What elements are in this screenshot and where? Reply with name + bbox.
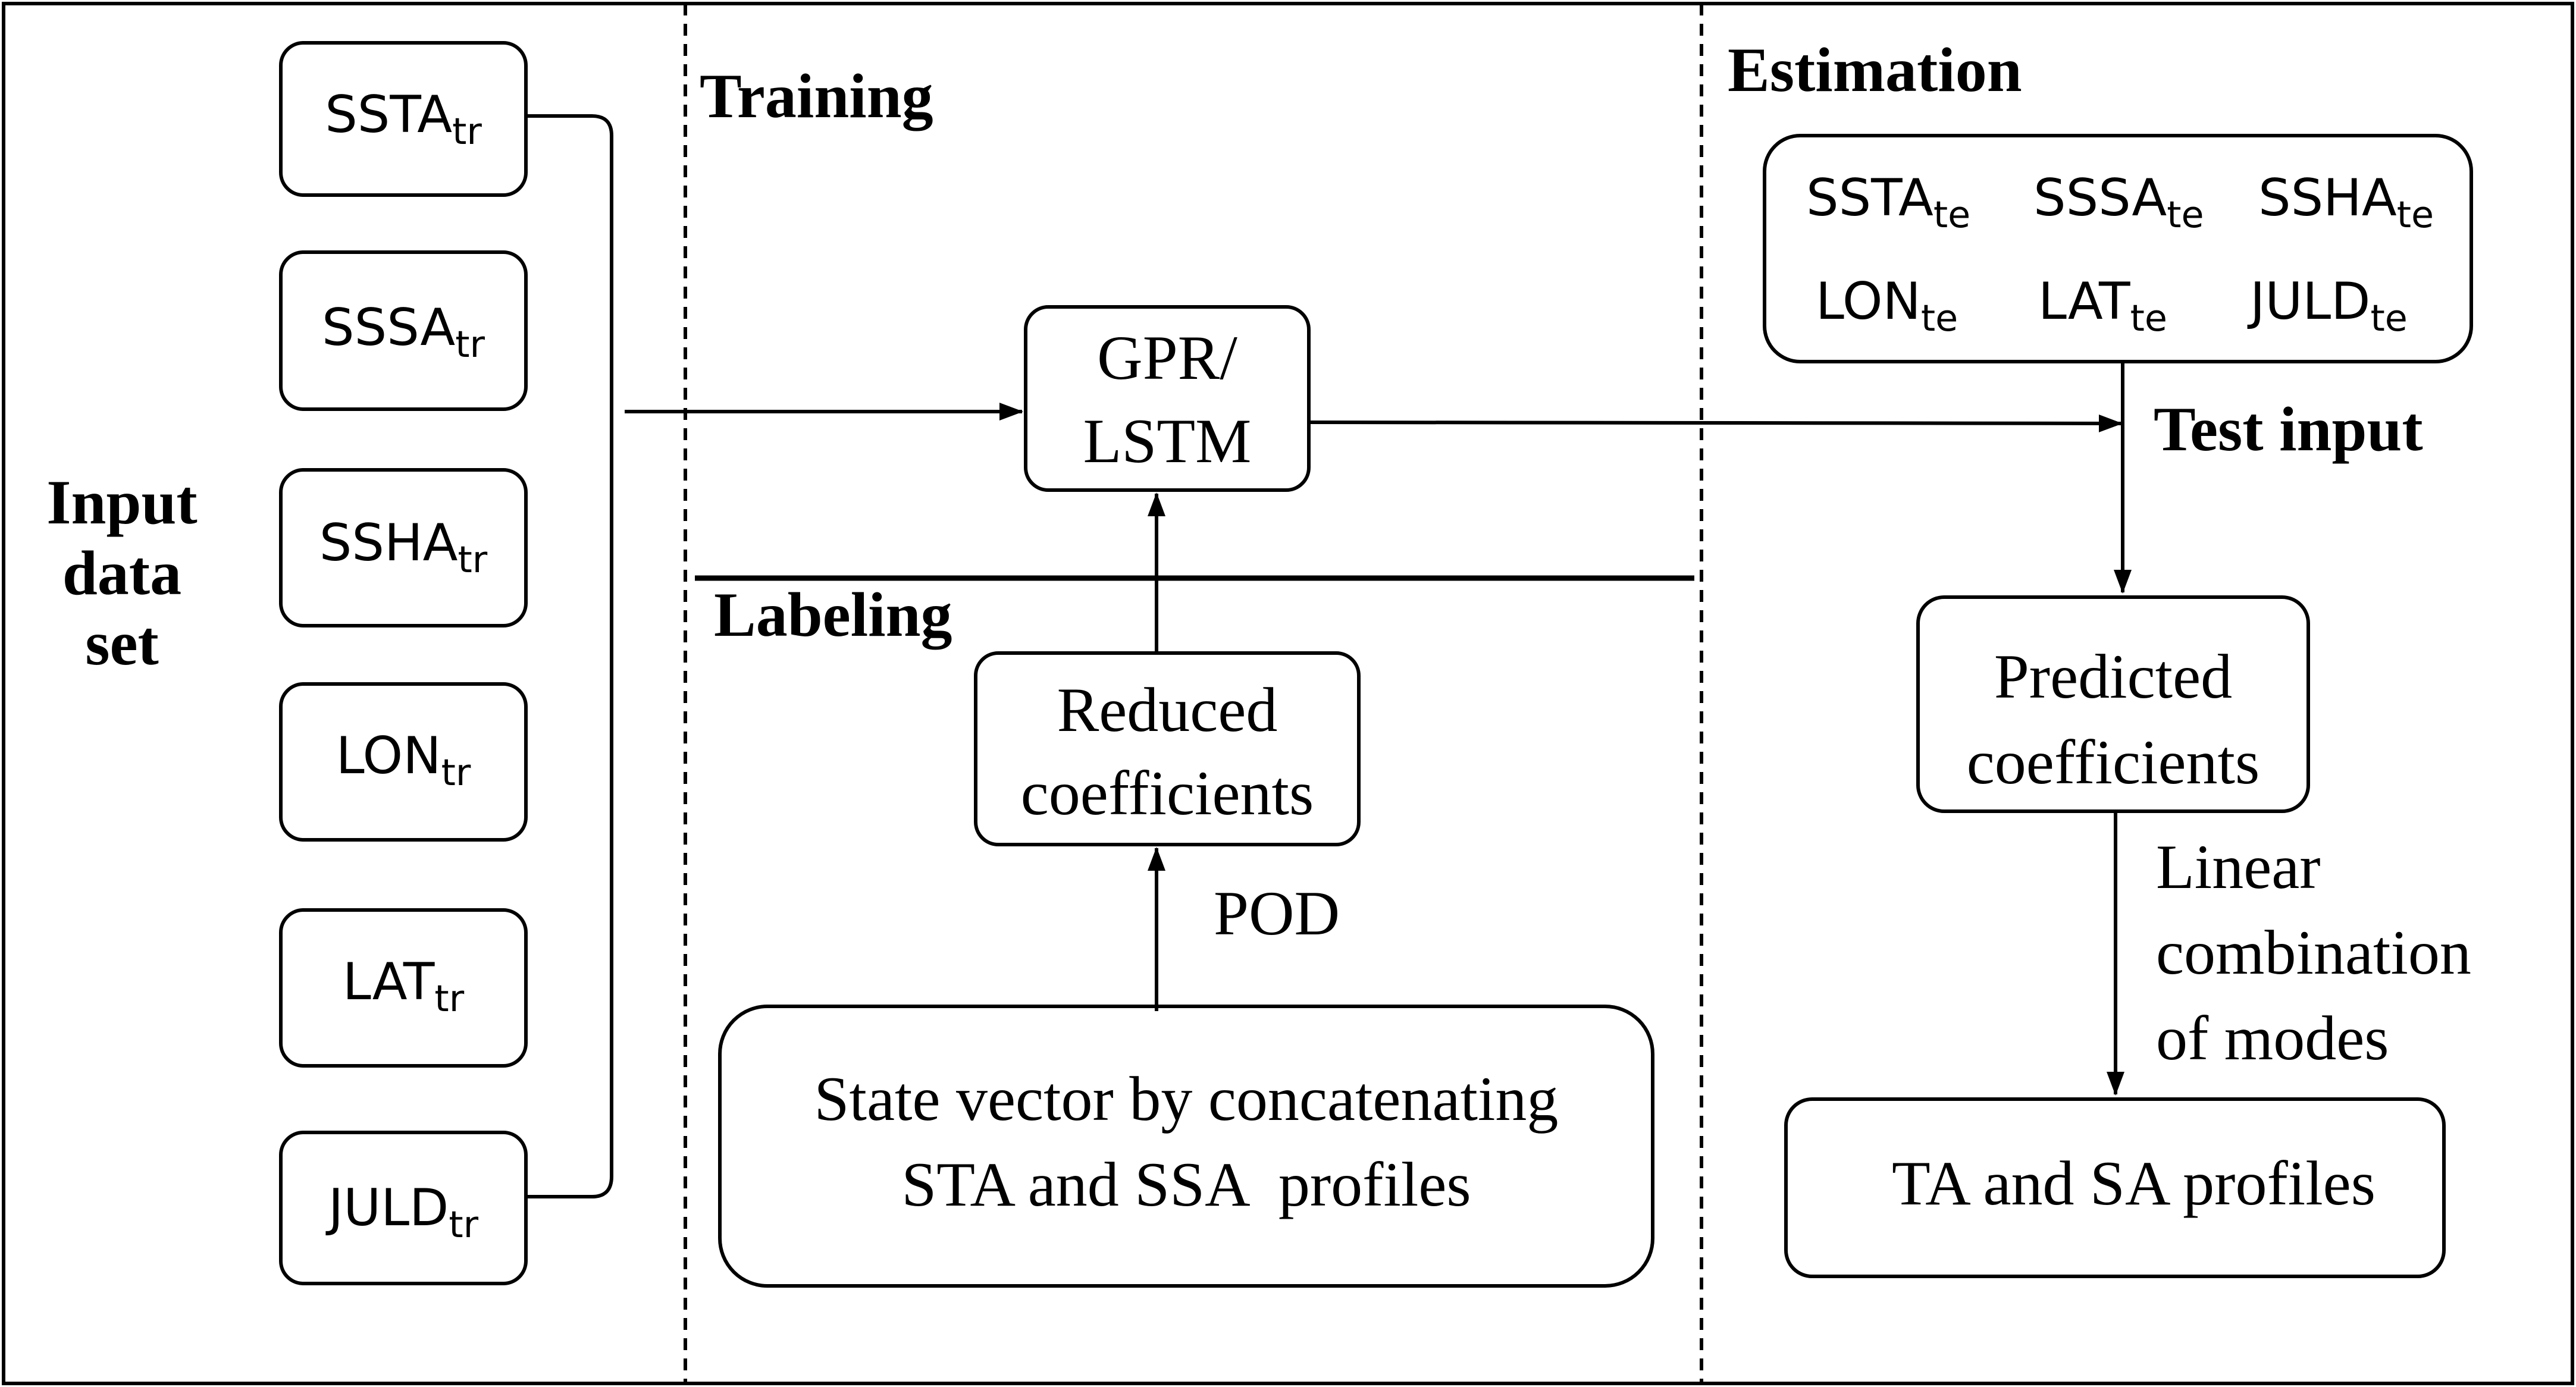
reduced-line-1: Reduced [1057, 675, 1278, 745]
pod-label: POD [1214, 878, 1340, 948]
test-var-ssta: SSTAte [1806, 168, 1971, 236]
section-estimation-label: Estimation [1728, 35, 2022, 105]
predicted-line-1: Predicted [1994, 642, 2233, 711]
input-var-ssha: SSHAtr [319, 513, 488, 581]
section-labeling-label: Labeling [714, 580, 952, 649]
input-var-sssa: SSSAtr [322, 298, 485, 366]
output-box [1784, 1097, 2446, 1278]
input-box-ssha [279, 468, 528, 627]
model-label: GPR/ LSTM [1026, 316, 1309, 483]
section-input-label: Input data set [46, 467, 198, 679]
linear-combination-label: Linear combination of modes [2156, 824, 2471, 1081]
input-var-juld: JULDtr [328, 1178, 479, 1246]
linear-combination-line-3: of modes [2156, 1003, 2389, 1074]
test-input-label: Test input [2154, 394, 2423, 464]
predicted-line-2: coefficients [1966, 727, 2260, 798]
test-var-juld: JULDte [2250, 272, 2408, 340]
input-box-sssa [279, 250, 528, 411]
reduced-label: Reduced coefficients [976, 669, 1359, 835]
input-var-lon: LONtr [336, 726, 471, 794]
input-bracket [526, 114, 613, 1198]
test-var-sssa: SSSAte [2033, 168, 2204, 236]
test-var-lat: LATte [2038, 272, 2167, 340]
linear-combination-line-2: combination [2156, 918, 2471, 988]
predicted-box [1916, 595, 2310, 813]
reduced-box [974, 651, 1361, 846]
model-line-1: GPR/ [1097, 323, 1237, 393]
input-box-juld [279, 1131, 528, 1285]
state-vector-line-2: STA and SSA profiles [901, 1150, 1471, 1220]
output-label: TA and SA profiles [1892, 1148, 2376, 1218]
input-var-ssta: SSTAtr [325, 85, 482, 153]
state-vector-label: State vector by concatenating STA and SS… [720, 1056, 1653, 1228]
test-var-ssha: SSHAte [2258, 168, 2434, 236]
test-var-lon: LONte [1816, 272, 1958, 340]
state-vector-box [718, 1005, 1654, 1288]
linear-combination-line-1: Linear [2156, 832, 2321, 902]
input-box-lat [279, 908, 528, 1068]
input-var-lat: LATtr [342, 952, 465, 1020]
arrow-model-to-estimation [1308, 414, 2123, 432]
predicted-label: Predicted coefficients [1918, 634, 2308, 805]
state-vector-line-1: State vector by concatenating [814, 1064, 1559, 1134]
model-box [1024, 305, 1311, 492]
section-training-label: Training [700, 61, 933, 131]
model-line-2: LSTM [1083, 406, 1252, 476]
test-vars-box [1763, 134, 2473, 363]
input-box-ssta [279, 41, 528, 197]
reduced-line-2: coefficients [1020, 758, 1314, 828]
input-box-lon [279, 682, 528, 842]
